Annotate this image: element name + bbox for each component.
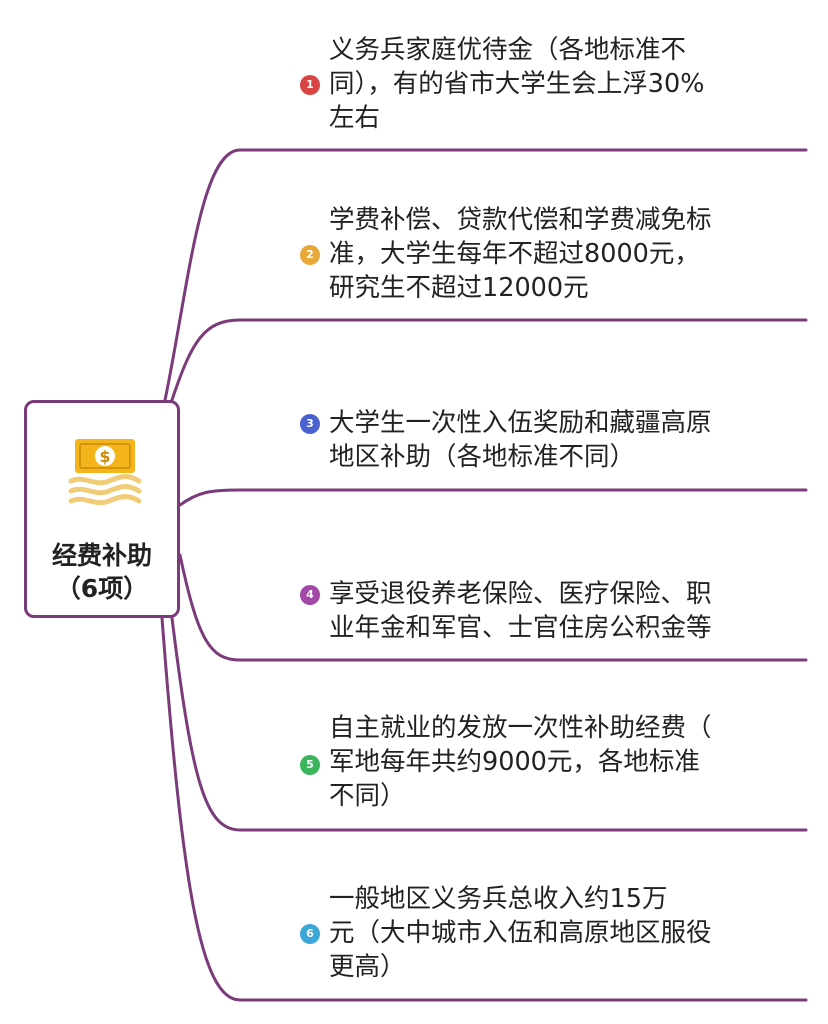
branch-text-6: 一般地区义务兵总收入约15万 元（大中城市入伍和高原地区服役 更高）: [329, 884, 712, 982]
branch-text-5: 自主就业的发放一次性补助经费（ 军地每年共约9000元，各地标准 不同）: [329, 713, 712, 811]
dollar-sign: $: [99, 447, 110, 466]
number-badge-2: 2: [300, 245, 320, 265]
money-bill-icon: $: [68, 439, 142, 506]
connector-2: [170, 318, 808, 402]
branch-text-3: 大学生一次性入伍奖励和藏疆高原 地区补助（各地标准不同）: [329, 408, 712, 472]
root-title: 经费补助 （6项）: [27, 539, 177, 605]
connector-4: [178, 553, 808, 662]
number-badge-1: 1: [300, 75, 320, 95]
number-badge-4: 4: [300, 585, 320, 605]
root-node[interactable]: $ 经费补助 （6项）: [24, 400, 180, 618]
connector-1: [163, 148, 808, 402]
root-title-line1: 经费补助: [51, 541, 152, 570]
connector-3: [178, 488, 808, 507]
branch-text-1: 义务兵家庭优待金（各地标准不 同），有的省市大学生会上浮30% 左右: [329, 35, 705, 133]
branch-text-2: 学费补偿、贷款代偿和学费减免标 准，大学生每年不超过8000元， 研究生不超过1…: [329, 205, 712, 303]
connector-5: [170, 616, 808, 832]
number-badge-3: 3: [300, 414, 320, 434]
connector-6: [160, 616, 808, 1002]
number-badge-5: 5: [300, 755, 320, 775]
root-title-line2: （6项）: [55, 574, 149, 603]
branch-text-4: 享受退役养老保险、医疗保险、职 业年金和军官、士官住房公积金等: [329, 579, 712, 643]
number-badge-6: 6: [300, 924, 320, 944]
